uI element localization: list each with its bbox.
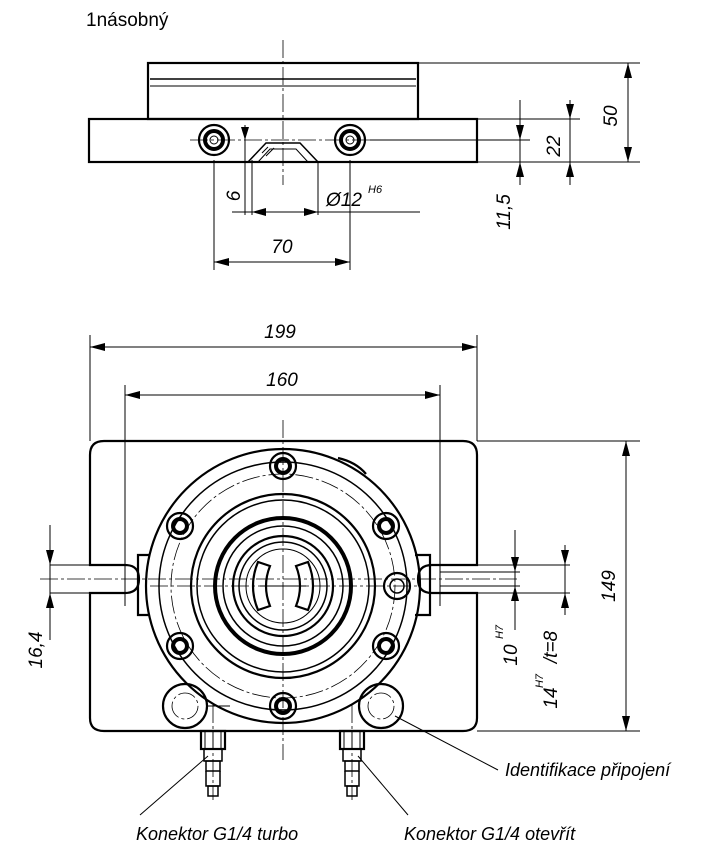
port-boss-left	[161, 682, 209, 730]
top-view: 199 160 149 16,4 10 H7 14 H	[26, 322, 640, 800]
dim-14-suffix: /t=8	[541, 630, 562, 665]
side-view: 50 22 11,5 6 Ø12 H6 70	[87, 40, 640, 270]
dim-16-4: 16,4	[26, 632, 47, 669]
dim-10: 10	[501, 644, 522, 666]
jaw-left	[251, 560, 272, 612]
dim-14-tol: H7	[534, 673, 546, 688]
dim-70: 70	[271, 237, 293, 258]
dim-160: 160	[266, 370, 298, 391]
label-connector-open: Konektor G1/4 otevřít	[404, 824, 576, 844]
dim-10-tol: H7	[494, 624, 506, 639]
jaw-right	[294, 560, 315, 612]
dim-199: 199	[264, 322, 296, 343]
dim-50: 50	[601, 105, 622, 127]
dim-11-5: 11,5	[494, 194, 515, 230]
dim-149: 149	[599, 570, 620, 602]
top-base-plate	[88, 439, 479, 733]
connector-turbo	[199, 705, 227, 800]
label-connector-turbo: Konektor G1/4 turbo	[136, 824, 298, 844]
flange-bolts	[165, 451, 412, 721]
dim-22: 22	[544, 135, 565, 158]
label-identification: Identifikace připojení	[505, 760, 672, 780]
dim-12-tol: H6	[368, 184, 383, 196]
connector-open	[338, 705, 366, 800]
dim-12: Ø12	[325, 190, 362, 211]
callouts: Identifikace připojení Konektor G1/4 tur…	[136, 715, 672, 844]
dim-14: 14	[541, 687, 562, 708]
port-boss-right	[357, 682, 405, 730]
variant-title: 1násobný	[86, 10, 169, 31]
dim-6: 6	[224, 190, 245, 201]
